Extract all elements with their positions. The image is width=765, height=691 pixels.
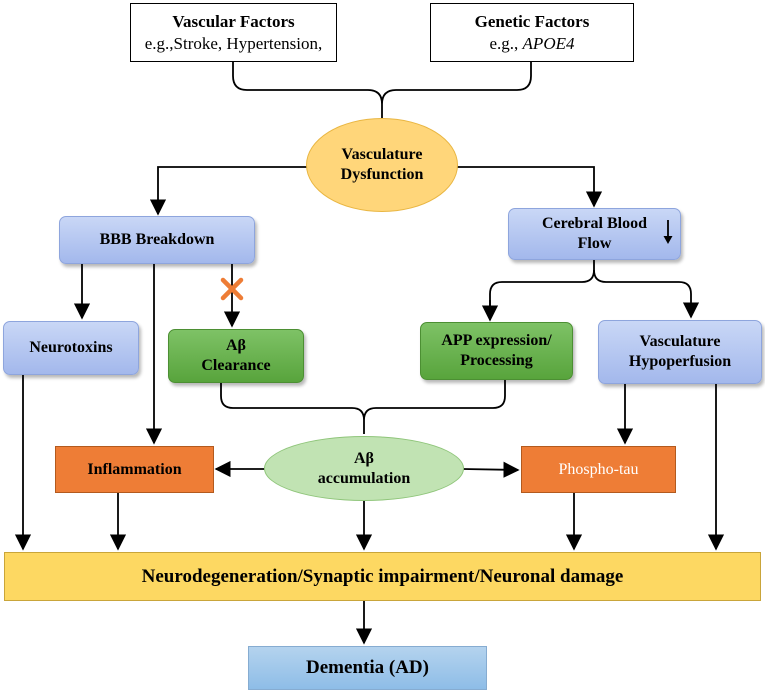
edge-cbf-to-app-and-hypoperfusion: [489, 260, 595, 319]
vasculature-dysfunction-line1: Vasculature: [341, 146, 423, 163]
vasculature-hypoperfusion-line1: Vasculature: [639, 333, 721, 350]
edge-accumulation-to-phospho-tau: [462, 461, 520, 478]
edge-dysfunction-to-bbb: [149, 166, 307, 216]
vasculature-hypoperfusion-line2: Hypoperfusion: [628, 353, 732, 370]
vasculature-dysfunction-line2: Dysfunction: [340, 166, 424, 183]
cerebral-blood-flow-line2: Flow: [577, 235, 612, 252]
app-expression-node: APP expression/ Processing: [420, 322, 573, 380]
cerebral-blood-flow-node: Cerebral Blood Flow: [508, 208, 681, 260]
abeta-clearance-line2: Clearance: [201, 357, 271, 374]
decrease-arrow-icon: [663, 220, 673, 244]
dementia-label: Dementia (AD): [306, 657, 429, 679]
genetic-factors-example-prefix: e.g.,: [489, 33, 523, 53]
blocked-x-icon: [220, 277, 244, 301]
bbb-breakdown-node: BBB Breakdown: [59, 216, 255, 264]
neurodegeneration-label: Neurodegeneration/Synaptic impairment/Ne…: [141, 565, 624, 587]
neurodegeneration-banner: Neurodegeneration/Synaptic impairment/Ne…: [4, 552, 761, 601]
dementia-node: Dementia (AD): [248, 646, 487, 690]
abeta-clearance-line1: Aβ: [226, 337, 246, 354]
inflammation-node: Inflammation: [55, 446, 214, 493]
app-expression-line2: Processing: [460, 352, 533, 369]
neurotoxins-label: Neurotoxins: [29, 339, 113, 356]
phospho-tau-node: Phospho-tau: [521, 446, 676, 493]
abeta-accumulation-line2: accumulation: [317, 469, 411, 487]
vascular-factors-title: Vascular Factors: [172, 12, 295, 32]
edge-cbf-to-hypoperfusion: [593, 269, 700, 319]
vasculature-hypoperfusion-node: Vasculature Hypoperfusion: [598, 320, 762, 384]
abeta-clearance-node: Aβ Clearance: [168, 329, 304, 383]
edge-factors-bracket: [232, 62, 532, 118]
vasculature-dysfunction-node: Vasculature Dysfunction: [306, 118, 458, 212]
phospho-tau-label: Phospho-tau: [558, 460, 639, 478]
genetic-factors-title: Genetic Factors: [474, 12, 590, 32]
abeta-accumulation-line1: Aβ: [354, 449, 374, 467]
vascular-factors-box: Vascular Factors e.g.,Stroke, Hypertensi…: [130, 3, 337, 62]
cerebral-blood-flow-line1: Cerebral Blood: [541, 215, 648, 232]
app-expression-line1: APP expression/: [441, 332, 552, 349]
genetic-factors-box: Genetic Factors e.g., APOE4: [430, 3, 634, 62]
abeta-accumulation-node: Aβ accumulation: [264, 436, 464, 501]
genetic-factors-gene: APOE4: [522, 33, 575, 53]
vascular-factors-example: e.g.,Stroke, Hypertension,: [144, 33, 323, 53]
edge-dysfunction-to-cbf: [457, 166, 603, 208]
inflammation-label: Inflammation: [87, 460, 182, 478]
neurotoxins-node: Neurotoxins: [3, 321, 139, 375]
bbb-breakdown-label: BBB Breakdown: [99, 231, 215, 248]
edge-bracket-to-accumulation: [220, 380, 506, 434]
genetic-factors-example: e.g., APOE4: [490, 33, 575, 54]
